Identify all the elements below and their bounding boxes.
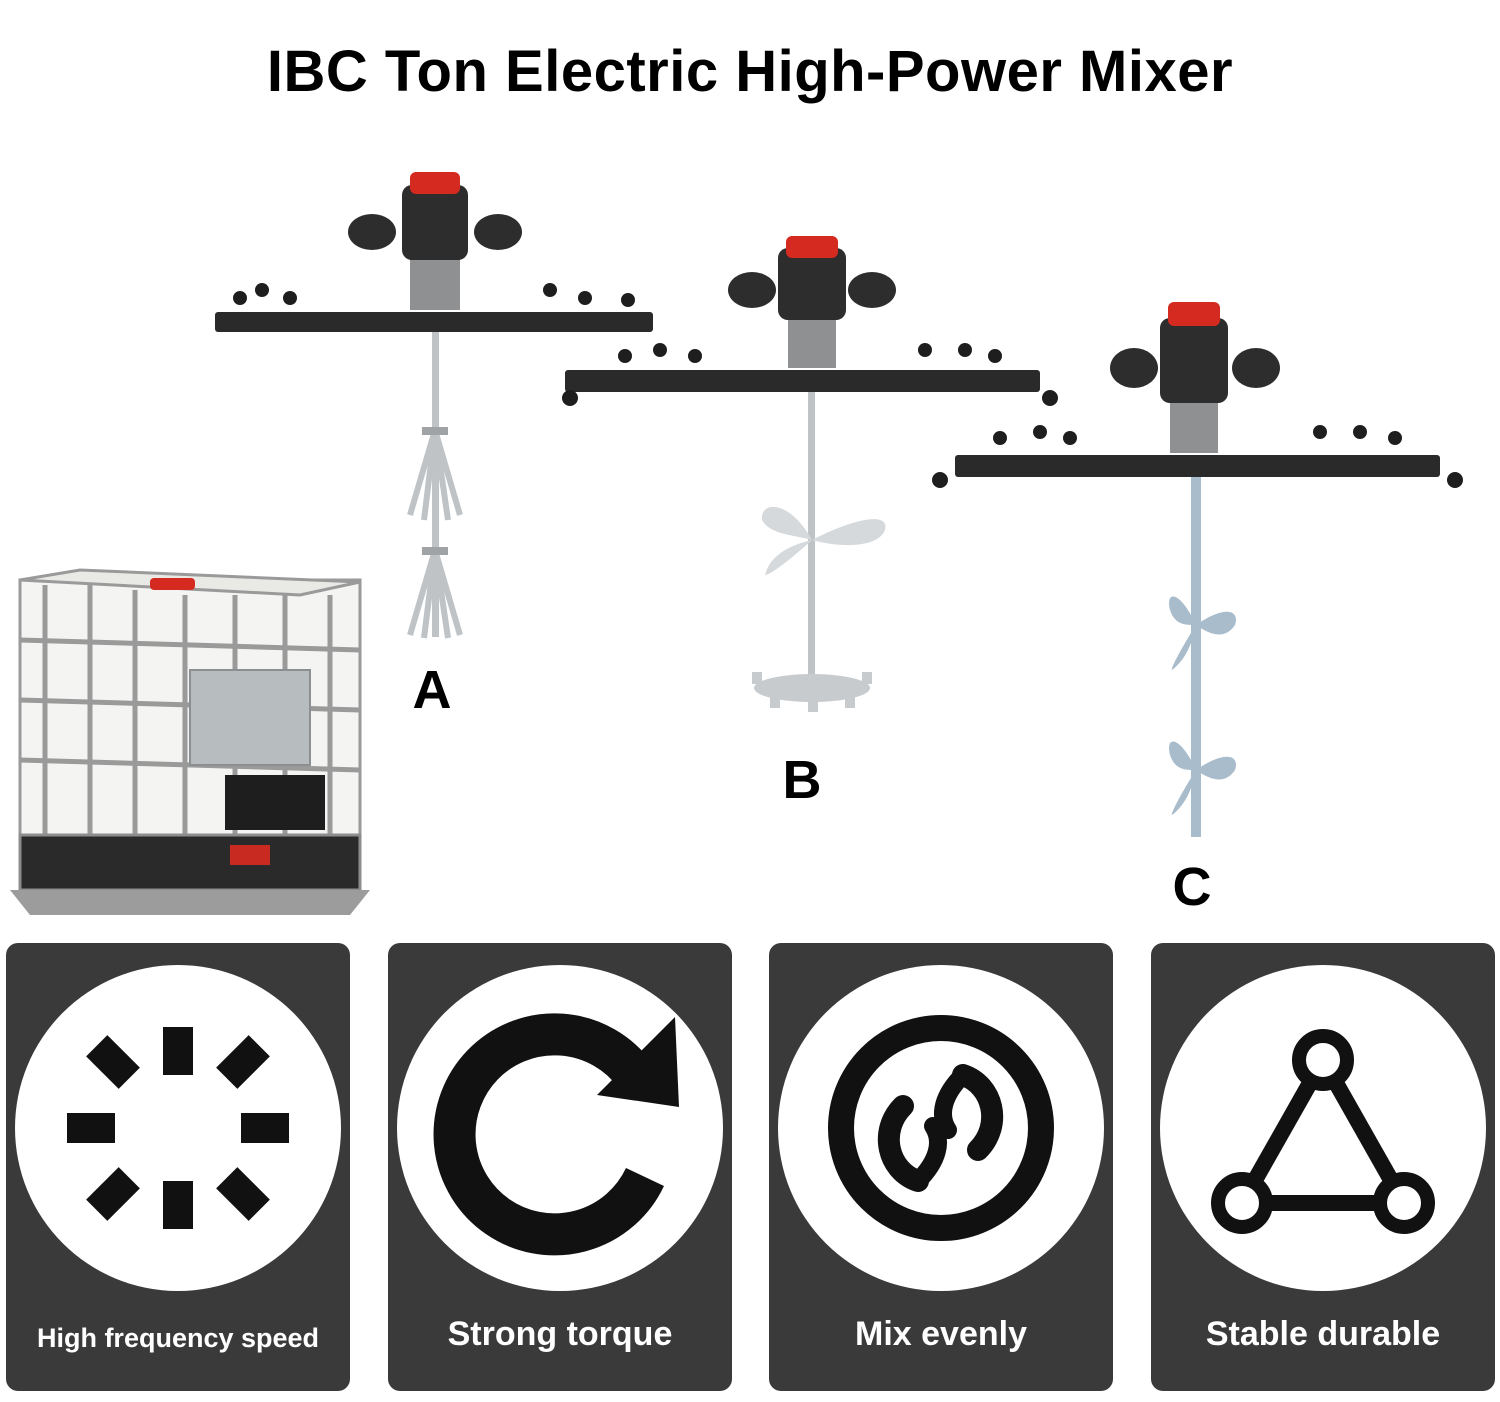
product-illustration: A B <box>10 172 1463 917</box>
speed-dots-icon <box>67 1027 289 1229</box>
rotate-arrow-icon <box>433 1013 679 1256</box>
variant-c-label: C <box>1173 857 1212 917</box>
feature-circle <box>778 965 1104 1291</box>
feature-card-speed: High frequency speed <box>6 943 350 1391</box>
feature-circle <box>397 965 723 1291</box>
feature-label: Mix evenly <box>855 1315 1027 1353</box>
page-title: IBC Ton Electric High-Power Mixer <box>266 39 1234 104</box>
feature-label: Strong torque <box>447 1315 673 1353</box>
feature-card-mix: Mix evenly <box>769 943 1113 1391</box>
feature-label: Stable durable <box>1205 1315 1441 1353</box>
feature-circle <box>1160 965 1486 1291</box>
mixer-c-image <box>932 302 1463 837</box>
variant-a-label: A <box>413 660 452 720</box>
variant-b-label: B <box>783 750 822 810</box>
ibc-tank-image <box>10 568 370 915</box>
triangle-nodes-icon <box>1211 1029 1435 1234</box>
product-drawing: A B <box>10 172 1463 917</box>
feature-cards: High frequency speed Strong torque Mix e… <box>0 940 1500 1400</box>
mix-swirl-icon <box>828 1015 1054 1241</box>
feature-card-torque: Strong torque <box>388 943 732 1391</box>
feature-label: High frequency speed <box>36 1323 320 1353</box>
feature-circle <box>15 965 341 1291</box>
mixer-a-image <box>215 172 653 639</box>
mixer-b-image <box>562 236 1058 712</box>
feature-card-stable: Stable durable <box>1151 943 1495 1391</box>
